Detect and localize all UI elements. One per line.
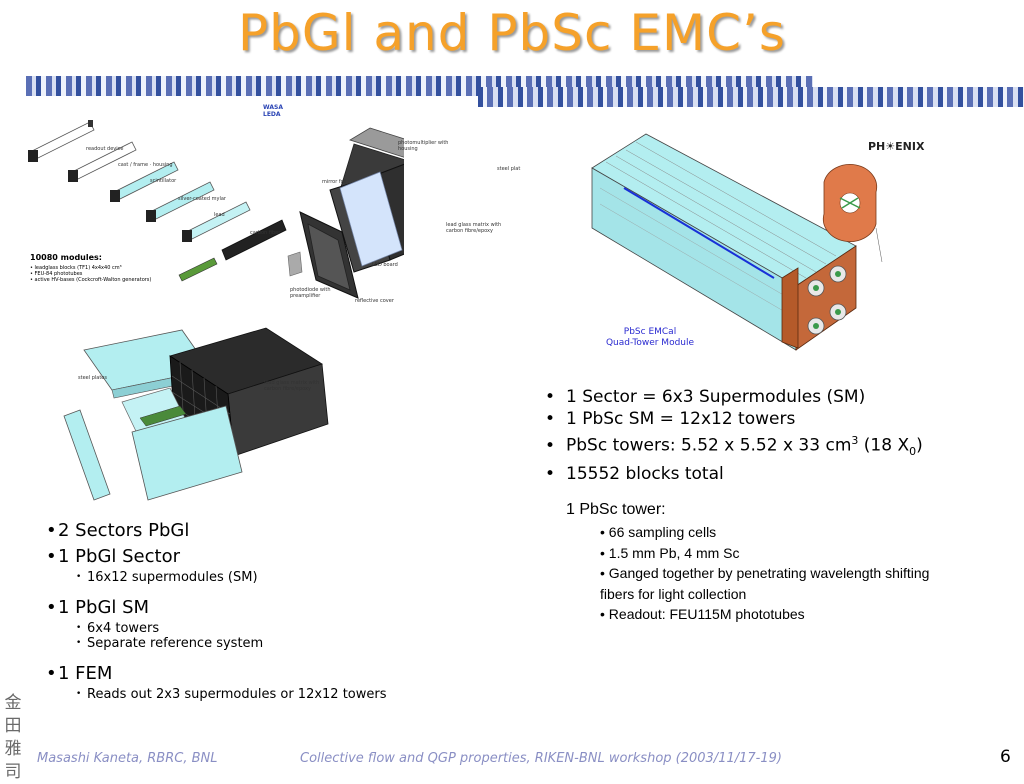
fig-label-steel-plat: steel plat [497,166,521,172]
pbsc-emcal-module-figure [591,133,883,351]
fig-label-photodiode: photodiode with preamplifier [290,287,331,299]
page-number: 6 [1000,747,1011,767]
modules-item: • FEU-84 phototubes [30,271,83,277]
pcb-board [178,257,218,282]
modules-list: • leadglass blocks (TF1) 4x4x40 cm³ • FE… [30,265,151,283]
slide-title: PbGl and PbSc EMC’s [238,4,786,62]
pbgl-bullet-text: 1 FEM [58,663,113,684]
decorative-pattern-band [478,87,1024,107]
modules-item: • leadglass blocks (TF1) 4x4x40 cm³ [30,265,122,271]
detector-layer-6 [221,219,287,261]
fig-label-scintillator: scintillator [150,178,177,184]
phenix-logo: PH☀ENIX [868,140,925,153]
pbsc-bullet: 1 Sector = 6x3 Supermodules (SM) [545,386,923,408]
tower-item: Readout: FEU115M phototubes [600,604,960,625]
towers-close-paren: ) [916,435,923,456]
pbgl-bullet: 1 PbGl SM 6x4 towers Separate reference … [46,595,387,651]
detector-layer-4 [146,181,215,222]
towers-x0-text: (18 X [858,435,910,456]
fig-label-carbon: carbon fiber [250,230,281,236]
detector-layer-5 [182,201,251,242]
seal-char: 田 [4,716,22,736]
detector-layer-2 [68,141,137,182]
towers-text: PbSc towers: 5.52 x 5.52 x 33 cm [566,435,852,456]
pbgl-bullet-text: 1 PbGl Sector [58,546,180,567]
wasa-text: WASA [263,104,283,111]
fig-label-readout: readout device [86,146,124,152]
pbgl-sub-list: 6x4 towers Separate reference system [76,621,387,651]
photodiode-box [287,251,303,277]
pbgl-bullet-text: 1 PbGl SM [58,597,150,618]
pbgl-sub-item: Reads out 2x3 supermodules or 12x12 towe… [76,687,387,702]
fiber-lines [599,141,837,317]
seal-char: 金 [4,693,22,713]
leda-text: LEDA [263,111,281,118]
pbgl-sub-item: 6x4 towers [76,621,387,636]
pbgl-sub-list: Reads out 2x3 supermodules or 12x12 towe… [76,687,387,702]
fig-label-led-board: LED board [372,262,398,268]
x0-subscript: 0 [909,445,917,459]
pbgl-bullet: 2 Sectors PbGl [46,518,387,544]
fig-label-mylar: silver-coated mylar [178,196,226,202]
fig-label-reflective: reflective cover [355,298,394,304]
modules-item: • active HV-bases (Cockcroft-Walton gene… [30,277,152,283]
wasa-leda-logo: WASA LEDA [263,104,283,118]
pbgl-bullet: 1 PbGl Sector 16x12 supermodules (SM) [46,544,387,585]
author-seal: 金 田 雅 司 [2,692,24,784]
fig-label-sm-lead-glass: lead glass matrix with carbon fibre/epox… [264,380,320,392]
pbgl-bullet: 1 FEM Reads out 2x3 supermodules or 12x1… [46,661,387,702]
pbsc-tower-title: 1 PbSc tower: [566,501,666,518]
tower-item: Ganged together by penetrating wavelengt… [600,563,960,604]
footer-author: Masashi Kaneta, RBRC, BNL [37,751,218,766]
pbsc-bullet: 1 PbSc SM = 12x12 towers [545,408,923,430]
detector-layer-1 [28,120,95,162]
pbsc-bullet-towers: PbSc towers: 5.52 x 5.52 x 33 cm3 (18 X0… [545,430,923,463]
pbgl-bullet-text: 2 Sectors PbGl [58,520,190,541]
fig-label-lead-glass: lead glass matrix with carbon fibre/epox… [446,222,502,234]
pbgl-sub-item: 16x12 supermodules (SM) [76,570,387,585]
pbsc-tower-list: 66 sampling cells 1.5 mm Pb, 4 mm Sc Gan… [600,522,960,625]
pbgl-bullet-list: 2 Sectors PbGl 1 PbGl Sector 16x12 super… [46,518,387,712]
pbgl-supermodule-figure [63,327,329,501]
pbsc-bullet: 15552 blocks total [545,463,923,485]
tower-item: 66 sampling cells [600,522,960,543]
emcal-caption-line1: PbSc EMCal [623,327,677,337]
pbsc-bullet-list: 1 Sector = 6x3 Supermodules (SM) 1 PbSc … [545,386,923,485]
pbgl-exploded-module-figure [28,120,404,299]
pbgl-sub-item: Separate reference system [76,636,387,651]
detector-layer-3 [110,161,179,202]
seal-char: 司 [4,762,22,782]
fig-label-lead: lead [214,212,225,218]
emcal-caption: PbSc EMCal Quad-Tower Module [600,327,700,349]
fig-label-steel-plates: steel plates [78,375,107,381]
mirror-foil-sheet [339,171,403,267]
front-cover-frame [299,211,359,299]
pbgl-sub-list: 16x12 supermodules (SM) [76,570,387,585]
footer-event: Collective flow and QGP properties, RIKE… [300,751,782,766]
fig-label-mirror-foil: mirror foil [322,179,347,185]
seal-char: 雅 [4,739,22,759]
phenix-detector-inset [822,164,883,263]
emcal-caption-line2: Quad-Tower Module [605,338,695,348]
tower-item: 1.5 mm Pb, 4 mm Sc [600,543,960,564]
cubic-superscript: 3 [851,434,859,447]
fig-label-housing: cast / frame · housing [118,162,173,168]
fig-label-photomultiplier: photomultiplier with housing [398,140,449,152]
phototube-connectors [807,265,847,335]
modules-title: 10080 modules: [30,253,102,262]
